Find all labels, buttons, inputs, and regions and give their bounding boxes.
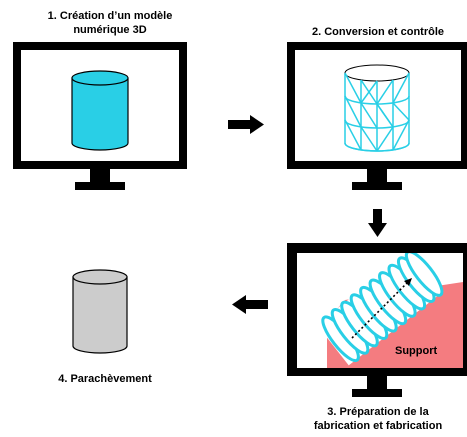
printed-layers (316, 253, 444, 366)
step3-title-line1: 3. Préparation de la (327, 406, 429, 418)
printing-scene: Support (316, 253, 463, 368)
build-direction-arrow-icon (351, 278, 412, 339)
arrow-right-icon (228, 115, 264, 134)
arrow-left-icon (232, 295, 268, 314)
step4-title: 4. Parachèvement (58, 373, 152, 385)
support-label: Support (395, 345, 437, 357)
gray-cylinder-finished-part (72, 269, 128, 354)
cyan-cylinder-model (71, 70, 129, 151)
step1-title-line1: 1. Création d’un modèle (47, 10, 173, 22)
step1-title-line2: numérique 3D (73, 24, 147, 36)
step3-title-line2: fabrication et fabrication (313, 420, 443, 432)
triangulated-cylinder-mesh (344, 64, 410, 152)
arrow-down-icon (368, 209, 387, 237)
step2-title: 2. Conversion et contrôle (311, 26, 445, 38)
